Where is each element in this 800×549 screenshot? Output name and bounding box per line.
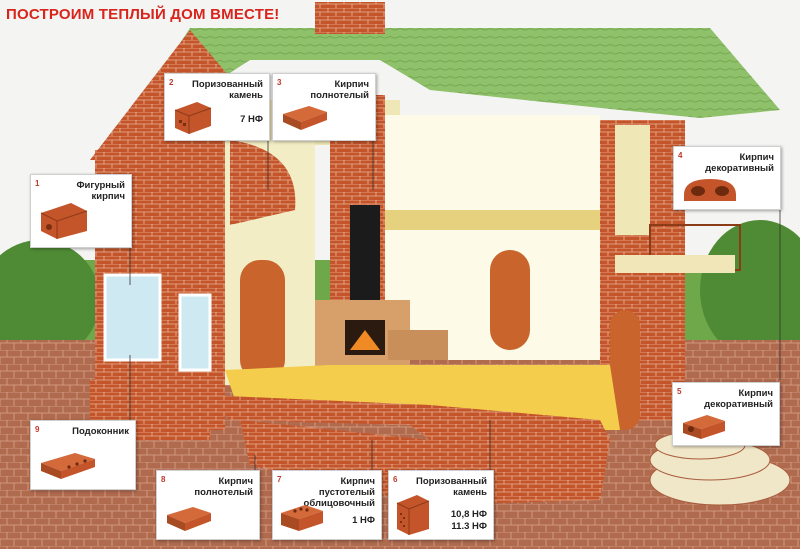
decorative-brick-icon: [684, 179, 736, 201]
sill-brick-icon: [41, 453, 95, 479]
product-card-shaped-brick[interactable]: 1 Фигурный кирпич: [30, 174, 132, 248]
porous-block-icon: [174, 102, 212, 134]
product-name: Кирпич полнотелый: [194, 476, 253, 498]
product-number: 4: [678, 151, 683, 160]
product-card-decorative-brick-4[interactable]: 4 Кирпич декоративный: [673, 146, 781, 210]
solid-brick-icon: [283, 106, 327, 130]
product-name: Поризованный камень: [192, 79, 263, 101]
product-spec-alt: 11.3 НФ: [451, 521, 487, 532]
product-name: Кирпич полнотелый: [310, 79, 369, 101]
product-number: 9: [35, 425, 40, 434]
shaped-brick-icon: [40, 203, 88, 239]
product-name: Поризованный камень: [416, 476, 487, 498]
product-number: 3: [277, 78, 282, 87]
product-number: 8: [161, 475, 166, 484]
product-name: Кирпич декоративный: [705, 152, 774, 174]
solid-brick-icon: [167, 507, 211, 531]
product-number: 5: [677, 387, 682, 396]
product-name: Фигурный кирпич: [76, 180, 125, 202]
product-number: 2: [169, 78, 174, 87]
product-card-porous-stone-large[interactable]: 6 Поризованный камень 10,8 НФ 11.3 НФ: [388, 470, 494, 540]
decorative-brick-icon: [683, 415, 725, 439]
product-number: 1: [35, 179, 40, 188]
product-card-hollow-facing-brick[interactable]: 7 Кирпич пустотелый облицовочный 1 НФ: [272, 470, 382, 540]
porous-block-icon: [396, 495, 430, 535]
product-card-solid-brick-8[interactable]: 8 Кирпич полнотелый: [156, 470, 260, 540]
product-card-solid-brick[interactable]: 3 Кирпич полнотелый: [272, 73, 376, 141]
product-name: Подоконник: [72, 426, 129, 437]
product-name: Кирпич декоративный: [704, 388, 773, 410]
product-spec: 10,8 НФ: [450, 509, 487, 520]
product-card-window-sill[interactable]: 9 Подоконник: [30, 420, 136, 490]
product-number: 6: [393, 475, 398, 484]
product-name: Кирпич пустотелый облицовочный: [303, 476, 375, 509]
product-card-porous-stone-7nf[interactable]: 2 Поризованный камень 7 НФ: [164, 73, 270, 141]
product-card-decorative-brick-5[interactable]: 5 Кирпич декоративный: [672, 382, 780, 446]
hollow-brick-icon: [281, 505, 323, 531]
product-number: 7: [277, 475, 282, 484]
product-spec: 7 НФ: [240, 114, 263, 125]
product-spec: 1 НФ: [352, 515, 375, 526]
headline: ПОСТРОИМ ТЕПЛЫЙ ДОМ ВМЕСТЕ!: [6, 6, 280, 23]
